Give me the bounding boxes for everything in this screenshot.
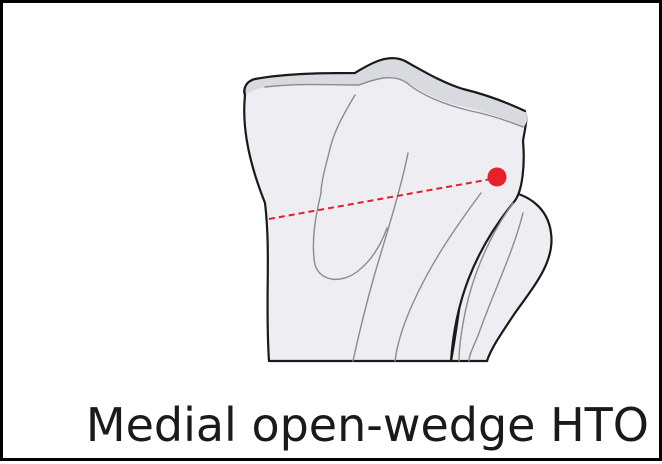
figure-caption: Medial open-wedge HTO	[63, 386, 649, 464]
hinge-point	[488, 168, 507, 187]
